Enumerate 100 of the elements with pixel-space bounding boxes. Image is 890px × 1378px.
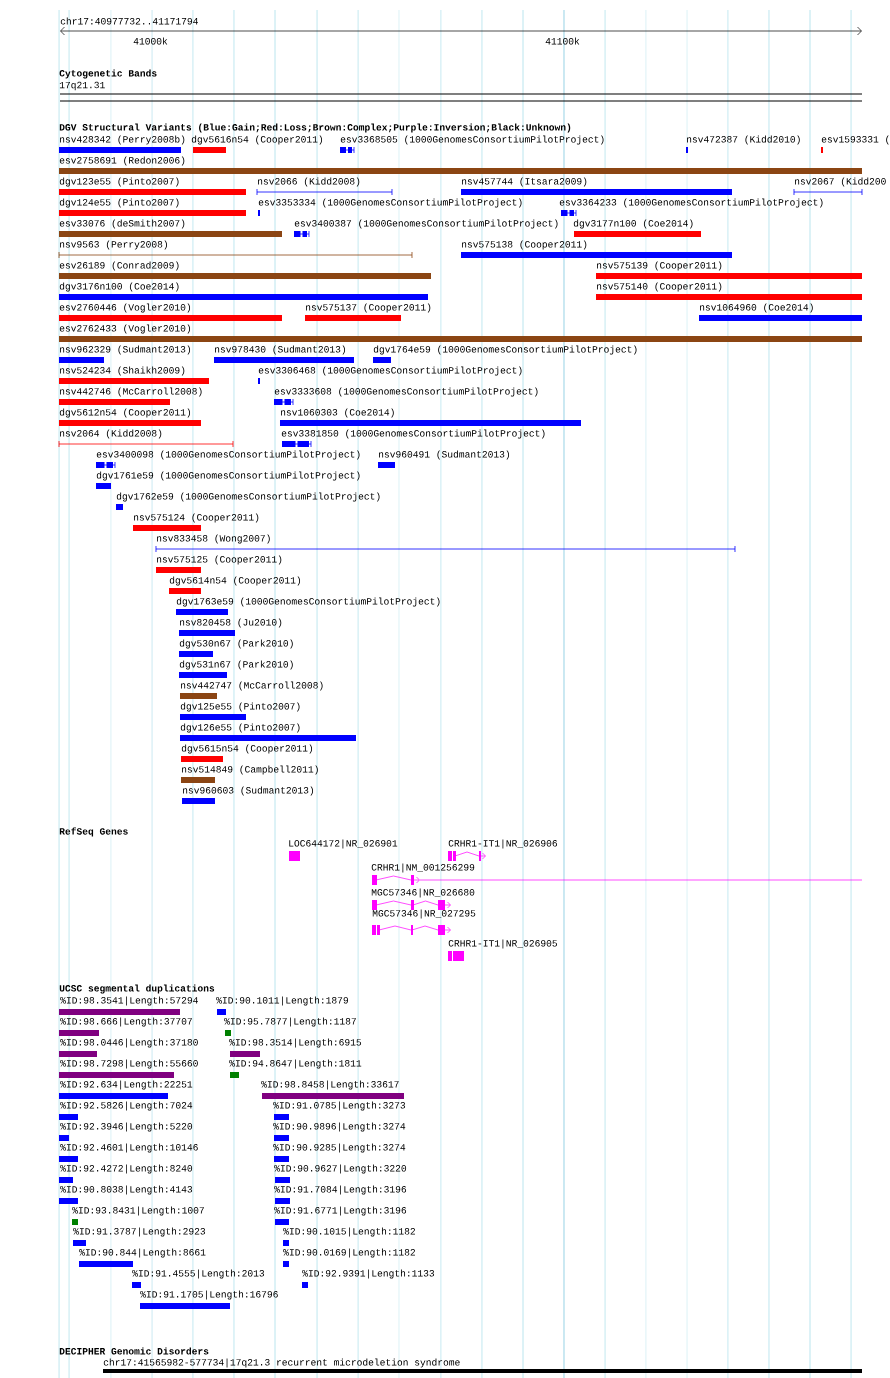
coordinate-label: chr17:40977732..41171794 (60, 17, 198, 25)
duplication-label: %ID:90.1015|Length:1182 (283, 1227, 415, 1237)
feature-label: nsv833458 (Wong2007) (157, 534, 270, 544)
feature-label: nsv2066 (Kidd2008) (258, 177, 360, 187)
feature-label: nsv2067 (Kidd200 (795, 177, 886, 187)
duplication-label: %ID:92.634|Length:22251 (60, 1080, 193, 1090)
feature-label: esv3368505 (1000GenomesConsortiumPilotProject) (340, 135, 604, 145)
feature-label: nsv962329 (Sudmant2013) (60, 345, 191, 355)
feature-label: esv2760446 (Vogler2010) (59, 303, 191, 313)
feature-label: dgv531n67 (Park2010) (179, 660, 293, 670)
feature-label: dgv125e55 (Pinto2007) (180, 702, 300, 712)
feature-label: nsv575140 (Cooper2011) (597, 282, 722, 292)
feature-label: nsv960491 (Sudmant2013) (379, 450, 510, 460)
feature-label: esv3353334 (1000GenomesConsortiumPilotProject) (258, 198, 522, 208)
feature-label: dgv124e55 (Pinto2007) (59, 198, 179, 208)
feature-label: esv3306468 (1000GenomesConsortiumPilotProject) (258, 366, 522, 376)
feature-label: nsv457744 (Itsara2009) (462, 177, 587, 187)
feature-label: nsv1060303 (Coe2014) (281, 408, 394, 418)
duplication-label: %ID:90.9627|Length:3220 (274, 1164, 407, 1174)
duplication-label: %ID:92.4601|Length:10146 (60, 1143, 198, 1153)
duplication-label: %ID:91.3787|Length:2923 (73, 1227, 206, 1237)
feature-label: nsv575124 (Cooper2011) (134, 513, 259, 523)
feature-label: nsv9563 (Perry2008) (60, 240, 167, 250)
feature-label: nsv524234 (Shaikh2009) (60, 366, 185, 376)
feature-label: dgv1764e59 (1000GenomesConsortiumPilotProject) (373, 345, 637, 355)
gene-label: CRHR1-IT1|NR_026905 (448, 939, 557, 949)
gene-label: MGC57346|NR_027295 (372, 909, 476, 919)
feature-label: esv2758691 (Redon2006) (59, 156, 185, 166)
feature-label: dgv1761e59 (1000GenomesConsortiumPilotProject) (96, 471, 360, 481)
duplication-label: %ID:92.5826|Length:7024 (60, 1101, 193, 1111)
band-label: 17q21.31 (59, 81, 105, 91)
feature-label: dgv5612n54 (Cooper2011) (59, 408, 191, 418)
track-heading: UCSC segmental duplications (59, 984, 215, 994)
track-heading: Cytogenetic Bands (59, 69, 157, 79)
feature-label: esv33076 (deSmith2007) (59, 219, 185, 229)
duplication-label: %ID:98.666|Length:37707 (60, 1017, 192, 1027)
duplication-label: %ID:91.1705|Length:16796 (140, 1290, 278, 1300)
feature-label: nsv575137 (Cooper2011) (306, 303, 431, 313)
duplication-label: %ID:98.0446|Length:37180 (60, 1038, 198, 1048)
duplication-label: %ID:94.8647|Length:1811 (229, 1059, 362, 1069)
tick-label: 41000k (133, 37, 168, 45)
feature-label: nsv820458 (Ju2010) (180, 618, 282, 628)
feature-label: dgv3176n100 (Coe2014) (59, 282, 179, 292)
gene-label: MGC57346|NR_026680 (371, 888, 475, 898)
duplication-label: %ID:90.9285|Length:3274 (273, 1143, 406, 1153)
feature-label: nsv442746 (McCarroll2008) (60, 387, 202, 397)
track-heading: DECIPHER Genomic Disorders (59, 1347, 209, 1355)
feature-label: esv3333608 (1000GenomesConsortiumPilotProject) (274, 387, 538, 397)
feature-label: esv3400387 (1000GenomesConsortiumPilotProject) (294, 219, 558, 229)
feature-label: nsv2064 (Kidd2008) (60, 429, 162, 439)
duplication-label: %ID:92.3946|Length:5220 (60, 1122, 193, 1132)
feature-label: esv2762433 (Vogler2010) (59, 324, 191, 334)
feature-label: dgv530n67 (Park2010) (179, 639, 293, 649)
duplication-label: %ID:92.9391|Length:1133 (302, 1269, 435, 1279)
feature-label: nsv575138 (Cooper2011) (462, 240, 587, 250)
gene-label: LOC644172|NR_026901 (289, 839, 398, 849)
feature-label: dgv1763e59 (1000GenomesConsortiumPilotProject) (176, 597, 440, 607)
duplication-label: %ID:91.4555|Length:2013 (132, 1269, 265, 1279)
duplication-label: %ID:98.3514|Length:6915 (229, 1038, 362, 1048)
duplication-label: %ID:90.1011|Length:1879 (216, 996, 348, 1006)
duplication-label: %ID:93.8431|Length:1007 (72, 1206, 204, 1216)
feature-label: dgv1762e59 (1000GenomesConsortiumPilotProject) (116, 492, 380, 502)
feature-label: esv26189 (Conrad2009) (59, 261, 179, 271)
feature-label: esv3381850 (1000GenomesConsortiumPilotProject) (281, 429, 545, 439)
track-heading: DGV Structural Variants (Blue:Gain;Red:Loss;Brown:Complex;Purple:Inversion;Black:Unknown) (59, 123, 571, 133)
feature-label: dgv126e55 (Pinto2007) (180, 723, 300, 733)
duplication-label: %ID:90.8038|Length:4143 (60, 1185, 193, 1195)
feature-label: esv3364233 (1000GenomesConsortiumPilotProject) (559, 198, 823, 208)
disorder-label: chr17:41565982-577734|17q21.3 recurrent microdeletion syndrome (103, 1358, 460, 1368)
feature-label: nsv428342 (Perry2008b) (60, 135, 185, 145)
feature-label: nsv442747 (McCarroll2008) (181, 681, 323, 691)
gene-label: CRHR1-IT1|NR_026906 (448, 839, 557, 849)
duplication-label: %ID:91.0785|Length:3273 (273, 1101, 406, 1111)
duplication-label: %ID:95.7877|Length:1187 (224, 1017, 356, 1027)
duplication-label: %ID:98.8458|Length:33617 (261, 1080, 399, 1090)
duplication-label: %ID:90.9896|Length:3274 (273, 1122, 406, 1132)
duplication-label: %ID:92.4272|Length:8240 (60, 1164, 193, 1174)
gene-label: CRHR1|NM_001256299 (371, 863, 475, 873)
feature-label: dgv3177n100 (Coe2014) (573, 219, 693, 229)
feature-label: nsv1064960 (Coe2014) (700, 303, 813, 313)
feature-label: dgv5615n54 (Cooper2011) (181, 744, 313, 754)
feature-label: nsv472387 (Kidd2010) (687, 135, 800, 145)
feature-label: nsv575139 (Cooper2011) (597, 261, 722, 271)
duplication-label: %ID:98.3541|Length:57294 (60, 996, 198, 1006)
duplication-label: %ID:91.6771|Length:3196 (274, 1206, 407, 1216)
duplication-label: %ID:91.7084|Length:3196 (274, 1185, 407, 1195)
feature-label: nsv575125 (Cooper2011) (157, 555, 282, 565)
feature-label: nsv514849 (Campbell2011) (182, 765, 318, 775)
feature-label: nsv960603 (Sudmant2013) (183, 786, 314, 796)
duplication-label: %ID:90.0169|Length:1182 (283, 1248, 415, 1258)
feature-label: dgv123e55 (Pinto2007) (59, 177, 179, 187)
track-heading: RefSeq Genes (59, 827, 128, 837)
feature-label: nsv978430 (Sudmant2013) (215, 345, 346, 355)
feature-label: esv1593331 ( (821, 135, 889, 145)
feature-label: dgv5616n54 (Cooper2011) (191, 135, 323, 145)
feature-label: esv3400098 (1000GenomesConsortiumPilotProject) (96, 450, 360, 460)
duplication-label: %ID:90.844|Length:8661 (79, 1248, 206, 1258)
duplication-label: %ID:98.7298|Length:55660 (60, 1059, 198, 1069)
tick-label: 41100k (545, 37, 580, 45)
feature-label: dgv5614n54 (Cooper2011) (169, 576, 301, 586)
